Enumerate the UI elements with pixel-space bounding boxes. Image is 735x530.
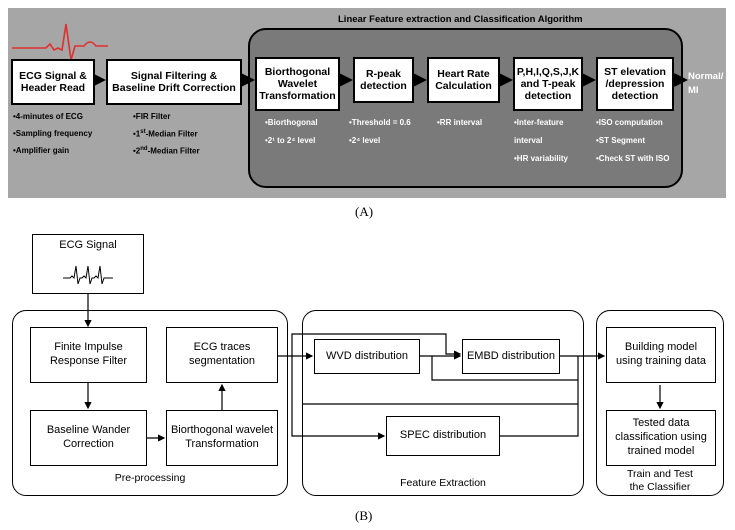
classifier-label: Train and Test the Classifier (627, 468, 693, 494)
ecg-signal-waveform-icon (63, 265, 113, 285)
block-1-bullet: •Amplifier gain (13, 146, 70, 155)
st-detection-block: ST elevation /depression detection (596, 57, 674, 111)
ecg-signal-label: ECG Signal (59, 239, 117, 251)
block-4-bullet: •2⁴ level (349, 136, 381, 145)
block-7-bullet: •ST Segment (596, 136, 646, 145)
embd-distribution-box: EMBD distribution (462, 339, 560, 374)
block-2-bullet: •2nd-Median Filter (133, 146, 200, 156)
block-2-bullet: •FIR Filter (133, 112, 171, 121)
fir-filter-box: Finite Impulse Response Filter (30, 327, 147, 383)
feature-extraction-group (302, 310, 584, 496)
ecg-traces-segmentation-box: ECG traces segmentation (166, 327, 278, 383)
building-model-box: Building model using training data (606, 327, 716, 383)
caption-a: (A) (355, 204, 374, 219)
baseline-wander-box: Baseline Wander Correction (30, 410, 147, 466)
block-3-bullet: •2¹ to 2⁴ level (265, 136, 316, 145)
block-5-bullet: •RR interval (437, 118, 483, 127)
ecg-signal-box: ECG Signal (32, 234, 144, 294)
wavelet-transformation-block: Biorthogonal Wavelet Transformation (255, 57, 340, 111)
ecg-waveform-icon (12, 23, 108, 61)
block-6-bullet: •HR variability (514, 154, 568, 163)
classifier-group (596, 310, 724, 496)
feature-extraction-label: Feature Extraction (400, 477, 486, 489)
block-3-bullet: •Biorthogonal (265, 118, 318, 127)
r-peak-detection-block: R-peak detection (353, 57, 414, 103)
block-6-bullet: •Inter-feature (514, 118, 564, 127)
caption-b: (B) (355, 508, 373, 523)
block-7-bullet: •ISO computation (596, 118, 663, 127)
ecg-header-read-block: ECG Signal & Header Read (11, 59, 95, 105)
block-4-bullet: •Threshold = 0.6 (349, 118, 411, 127)
signal-filtering-block: Signal Filtering & Baseline Drift Correc… (106, 59, 242, 105)
biorthogonal-wavelet-box: Biorthogonal wavelet Transformation (166, 410, 278, 466)
block-7-bullet: •Check ST with ISO (596, 154, 670, 163)
preprocessing-label: Pre-processing (114, 472, 186, 484)
block-1-bullet: •Sampling frequency (13, 129, 93, 138)
spec-distribution-box: SPEC distribution (386, 416, 500, 456)
wvd-distribution-box: WVD distribution (314, 339, 420, 374)
algorithm-title: Linear Feature extraction and Classifica… (338, 14, 583, 25)
heart-rate-calculation-block: Heart Rate Calculation (427, 57, 500, 103)
tested-data-box: Tested data classification using trained… (606, 410, 716, 466)
block-2-bullet: •1st-Median Filter (133, 129, 198, 139)
block-1-bullet: •4-minutes of ECG (13, 112, 83, 121)
block-6-bullet: interval (514, 136, 543, 145)
preprocessing-group (12, 310, 288, 496)
peak-detection-block: P,H,I,Q,S,J,K and T-peak detection (513, 57, 583, 111)
output-normal-mi: Normal/ MI (688, 71, 724, 97)
